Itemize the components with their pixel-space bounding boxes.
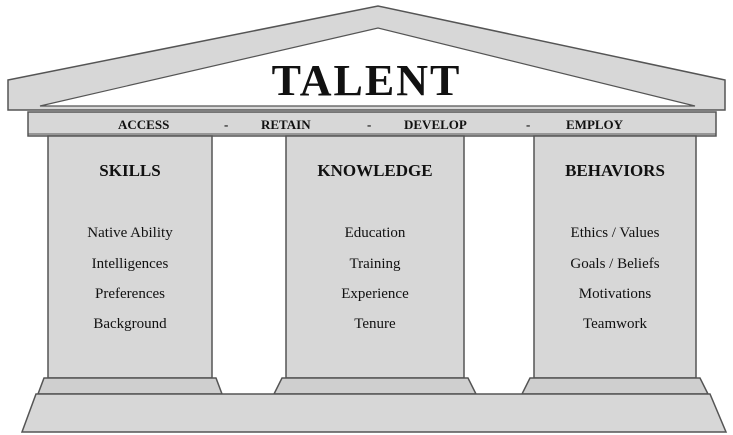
pillar-behaviors-item: Goals / Beliefs xyxy=(570,256,660,272)
pillar-knowledge-item: Experience xyxy=(341,286,409,302)
pillar-knowledge-item: Tenure xyxy=(354,316,396,332)
foundation-step xyxy=(20,393,728,433)
pillar-knowledge-item: Education xyxy=(344,225,406,241)
band-separator: - xyxy=(367,117,372,132)
pillar-skills-item: Native Ability xyxy=(87,225,173,241)
pillar-knowledge-shaft xyxy=(285,135,465,379)
pillar-skills-item: Background xyxy=(93,316,167,332)
pillar-behaviors-base xyxy=(520,377,710,395)
pillar-skills-base xyxy=(36,377,224,395)
pillar-knowledge-heading: KNOWLEDGE xyxy=(317,161,433,180)
pillar-behaviors-item: Ethics / Values xyxy=(570,225,660,241)
band-word-develop: DEVELOP xyxy=(404,117,467,132)
band-word-access: ACCESS xyxy=(118,117,170,132)
diagram-title: TALENT xyxy=(271,56,462,105)
pillar-behaviors-item: Teamwork xyxy=(583,316,647,332)
band-word-employ: EMPLOY xyxy=(566,117,624,132)
pillar-knowledge-base xyxy=(272,377,478,395)
pillar-skills-item: Intelligences xyxy=(91,256,169,272)
roof-inner-triangle xyxy=(39,27,696,107)
pillar-knowledge-item: Training xyxy=(349,256,401,272)
band-separator: - xyxy=(526,117,531,132)
pillar-behaviors-heading: BEHAVIORS xyxy=(565,161,665,180)
band-word-retain: RETAIN xyxy=(261,117,311,132)
pillar-skills-heading: SKILLS xyxy=(99,161,161,180)
pillar-behaviors-shaft xyxy=(533,135,697,379)
pillar-skills-item: Preferences xyxy=(95,286,165,302)
band-separator: - xyxy=(224,117,229,132)
pillar-behaviors-item: Motivations xyxy=(578,286,652,302)
entablature-band xyxy=(27,111,717,137)
